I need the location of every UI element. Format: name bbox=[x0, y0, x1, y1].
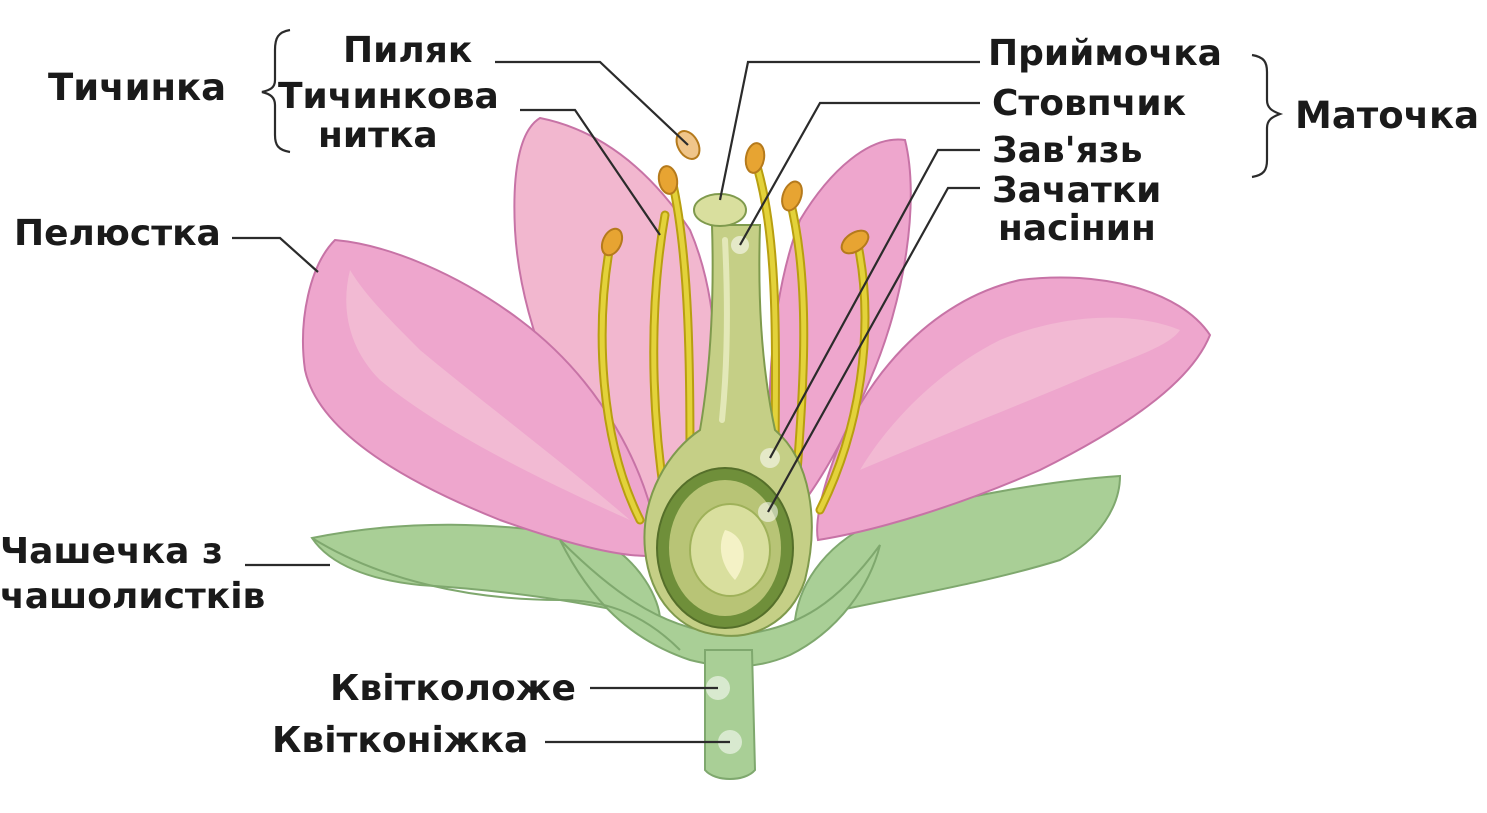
filament-1-inner bbox=[599, 242, 643, 523]
leader-style bbox=[739, 101, 980, 246]
front-petal-right-highlight bbox=[860, 317, 1180, 470]
label-pistil-group: Маточка bbox=[1295, 94, 1479, 137]
front-petal-left-highlight bbox=[346, 270, 630, 520]
label-anther: Пиляк bbox=[343, 30, 472, 71]
leader-stigma bbox=[718, 60, 980, 201]
anthers bbox=[600, 130, 870, 257]
flower-illustration bbox=[302, 116, 1212, 780]
brace-pistil bbox=[1251, 53, 1284, 179]
calyx-underside bbox=[311, 537, 681, 651]
pistil bbox=[643, 193, 813, 637]
label-receptacle: Квітколоже bbox=[330, 668, 576, 709]
pedicel-stalk bbox=[704, 649, 757, 780]
label-filament-line1: Тичинкова bbox=[278, 76, 499, 117]
leader-lines bbox=[232, 60, 980, 744]
filament-5-inner bbox=[787, 197, 807, 498]
leader-filament bbox=[520, 108, 661, 236]
label-calyx-line1: Чашечка з bbox=[0, 531, 223, 572]
leader-anther bbox=[495, 60, 689, 146]
ovule-highlight bbox=[720, 530, 744, 580]
label-pedicel: Квітконіжка bbox=[272, 720, 528, 761]
label-filament-line2: нитка bbox=[318, 115, 438, 156]
label-ovules-line1: Зачатки bbox=[992, 170, 1161, 211]
label-stamen-group: Тичинка bbox=[48, 66, 226, 109]
anther-4 bbox=[744, 142, 766, 174]
label-petal: Пелюстка bbox=[14, 213, 221, 254]
brace-stamen bbox=[261, 28, 291, 154]
leader-ovules bbox=[767, 186, 980, 513]
label-stigma: Приймочка bbox=[988, 33, 1222, 74]
leader-ovary bbox=[769, 148, 980, 459]
label-ovules-line2: насінин bbox=[998, 208, 1156, 249]
anther-5 bbox=[781, 180, 803, 212]
style-highlight bbox=[719, 237, 730, 423]
marker-dot-ovules bbox=[758, 502, 778, 522]
filament-6-inner bbox=[817, 242, 868, 513]
filament-2-inner bbox=[651, 212, 668, 503]
label-ovary: Зав'язь bbox=[992, 130, 1142, 171]
anther-1 bbox=[600, 227, 624, 257]
anther-6 bbox=[840, 229, 870, 255]
anther-2 bbox=[657, 165, 679, 195]
label-style: Стовпчик bbox=[992, 83, 1186, 124]
leader-petal bbox=[232, 236, 319, 273]
stigma bbox=[693, 193, 747, 227]
labels: Тичинка Пиляк Тичинкова нитка Пелюстка Ч… bbox=[0, 30, 1479, 761]
label-calyx-line2: чашолистків bbox=[0, 576, 265, 617]
